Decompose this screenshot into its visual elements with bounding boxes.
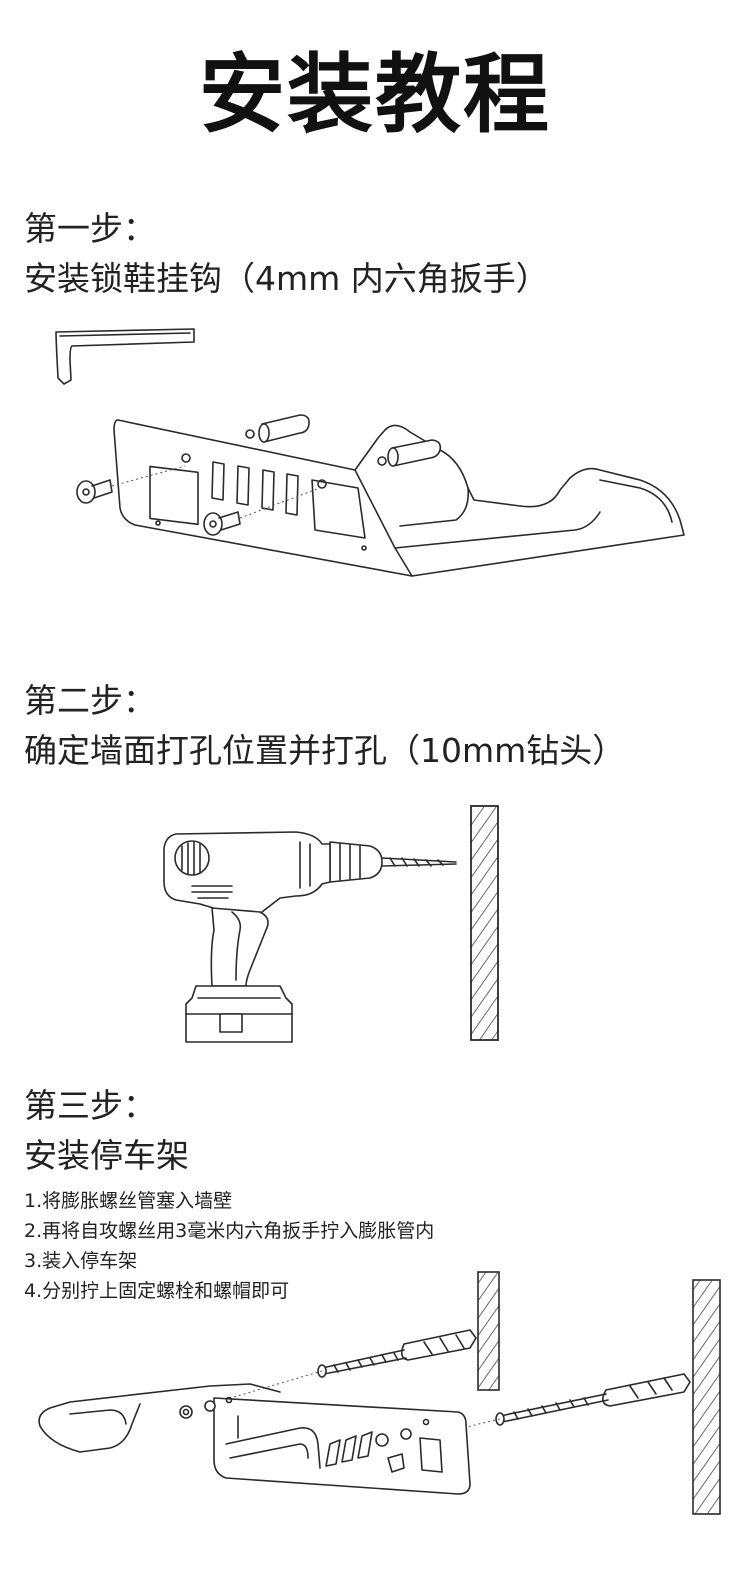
self-tapping-screw-icon	[317, 1349, 609, 1426]
wall-icon	[477, 1271, 721, 1515]
step-2-subtitle: 确定墙面打孔位置并打孔（10mm钻头）	[24, 731, 626, 770]
note-item: 3.装入停车架	[24, 1250, 138, 1272]
bike-stand-bracket-icon	[38, 1383, 471, 1495]
step-3-subtitle: 安装停车架	[24, 1136, 189, 1175]
note-item: 2.再将自攻螺丝用3毫米内六角扳手拧入膨胀管内	[24, 1220, 435, 1242]
expansion-anchor-icon	[400, 1329, 691, 1407]
shoe-hook-peg-icon	[245, 414, 442, 467]
step-3-notes: 1.将膨胀螺丝管塞入墙壁 2.再将自攻螺丝用3毫米内六角扳手拧入膨胀管内 3.装…	[24, 1186, 434, 1306]
power-drill-icon	[163, 831, 457, 1043]
step-3-illustration	[38, 1271, 721, 1515]
note-item: 1.将膨胀螺丝管塞入墙壁	[24, 1190, 233, 1212]
hex-key-icon	[55, 328, 195, 385]
step-1-heading: 第一步：	[24, 209, 156, 248]
step-3-heading: 第三步：	[24, 1086, 156, 1125]
step-2-illustration	[163, 805, 499, 1043]
note-item: 4.分别拧上固定螺栓和螺帽即可	[24, 1280, 290, 1302]
step-1-subtitle: 安装锁鞋挂钩（4mm 内六角扳手）	[24, 259, 549, 298]
wall-icon	[470, 805, 499, 1041]
bike-stand-bracket-icon	[113, 419, 685, 577]
screw-icon	[76, 465, 321, 536]
step-1-illustration	[55, 328, 685, 577]
step-2-heading: 第二步：	[24, 681, 156, 720]
page-title: 安装教程	[199, 45, 551, 145]
